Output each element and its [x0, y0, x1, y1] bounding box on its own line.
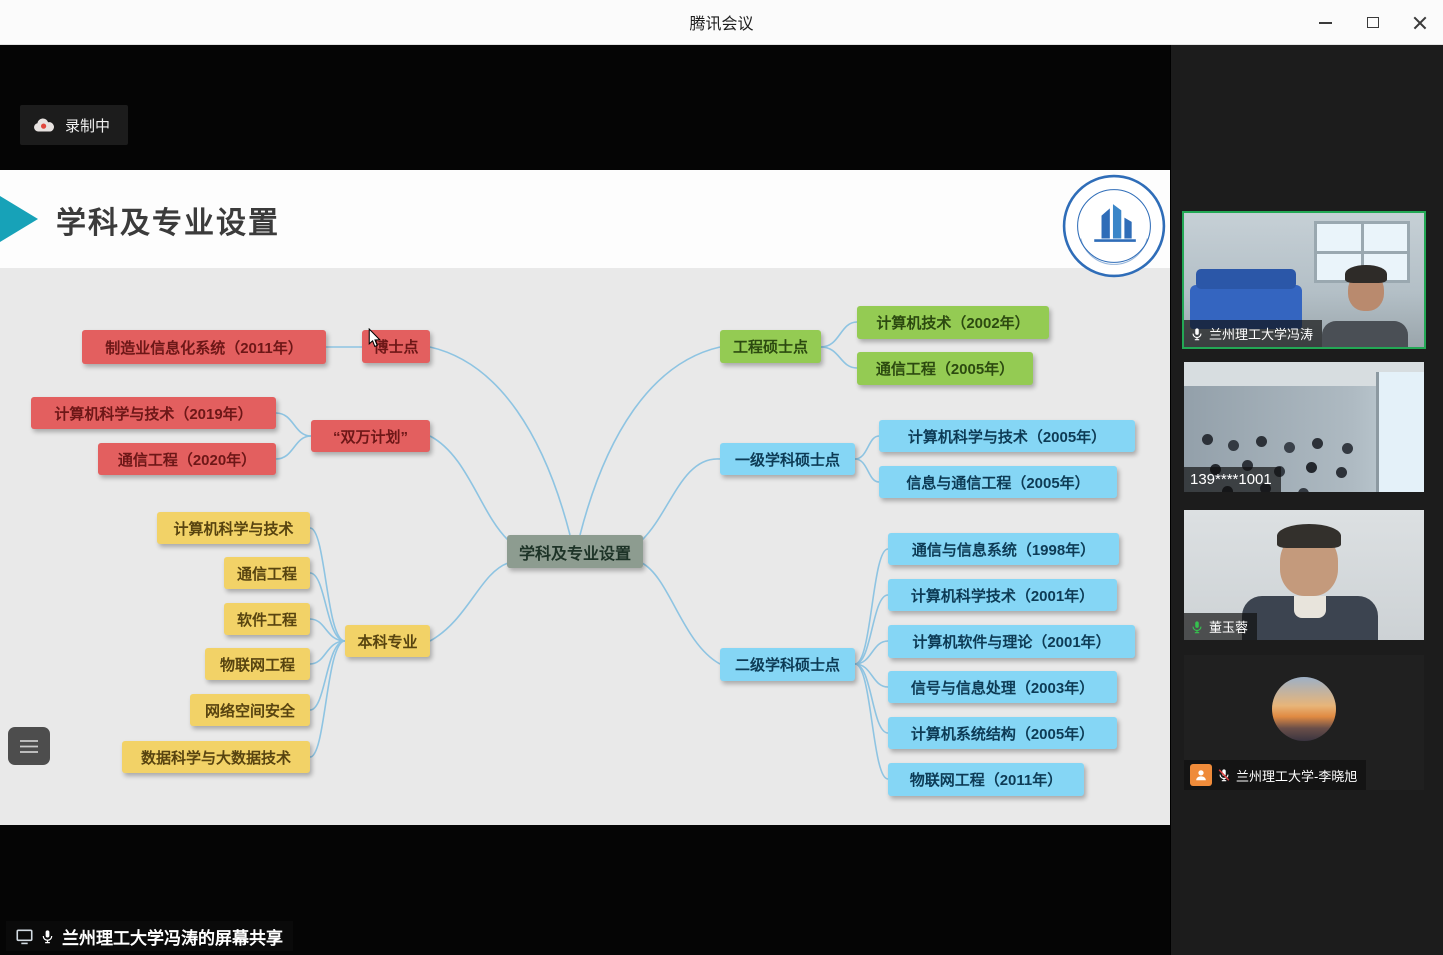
- participants-sidebar: 兰州理工大学冯涛 139****1001 董玉蓉: [1170, 45, 1443, 955]
- participant-label: 139****1001: [1184, 467, 1281, 492]
- participant-tile-lixiaoxu[interactable]: 兰州理工大学-李晓旭: [1184, 655, 1424, 790]
- person-icon: [1190, 764, 1212, 786]
- close-icon: [1413, 16, 1427, 30]
- mindmap-branch-undergrad: 本科专业: [345, 625, 430, 657]
- participant-name: 兰州理工大学冯涛: [1209, 327, 1314, 342]
- panel-toggle-button[interactable]: [8, 727, 50, 765]
- close-button[interactable]: [1396, 0, 1443, 45]
- window-controls: [1302, 0, 1443, 45]
- mindmap-branch-eng-masters: 工程硕士点: [720, 330, 821, 363]
- participant-name: 139****1001: [1190, 471, 1272, 488]
- window-title: 腾讯会议: [689, 16, 754, 33]
- mindmap-leaf: 计算机技术（2002年）: [857, 306, 1049, 339]
- shared-screen-area: 录制中 学科及专业设置: [0, 45, 1170, 955]
- slide-title-arrow-icon: [0, 196, 38, 242]
- participant-name: 董玉蓉: [1209, 620, 1249, 635]
- mindmap-branch-second-level: 二级学科硕士点: [720, 648, 855, 681]
- list-icon: [20, 739, 38, 753]
- mindmap-leaf: 计算机科学与技术（2005年）: [879, 420, 1135, 452]
- mindmap-leaf: 通信工程（2005年）: [857, 352, 1033, 385]
- maximize-button[interactable]: [1349, 0, 1396, 45]
- mindmap-leaf: 通信工程（2020年）: [98, 443, 276, 475]
- participant-label: 兰州理工大学-李晓旭: [1184, 760, 1367, 790]
- mindmap-leaf: 物联网工程（2011年）: [888, 763, 1084, 796]
- mindmap-leaf: 计算机科学与技术（2019年）: [31, 397, 276, 429]
- mic-muted-icon: [1217, 768, 1231, 782]
- mindmap-leaf: 通信工程: [224, 557, 310, 589]
- mindmap-leaf: 物联网工程: [205, 648, 310, 680]
- participant-label: 兰州理工大学冯涛: [1184, 320, 1323, 347]
- screen-share-banner: 兰州理工大学冯涛的屏幕共享: [6, 921, 293, 951]
- mindmap-leaf: 制造业信息化系统（2011年）: [82, 330, 326, 364]
- mindmap-center-node: 学科及专业设置: [507, 535, 643, 568]
- participant-tile-dongyurong[interactable]: 董玉蓉: [1184, 510, 1424, 640]
- participant-video: [1184, 362, 1424, 492]
- recording-indicator[interactable]: 录制中: [20, 105, 129, 145]
- mic-icon: [40, 929, 55, 944]
- recording-label: 录制中: [65, 117, 111, 135]
- mindmap-leaf: 软件工程: [224, 603, 310, 635]
- mic-on-icon: [1190, 327, 1204, 341]
- mindmap-leaf: 网络空间安全: [190, 694, 310, 726]
- mindmap-leaf: 计算机软件与理论（2001年）: [888, 625, 1135, 658]
- mindmap-leaf: 信号与信息处理（2003年）: [888, 671, 1117, 703]
- window-titlebar: 腾讯会议: [0, 0, 1443, 45]
- minimize-button[interactable]: [1302, 0, 1349, 45]
- slide-title: 学科及专业设置: [56, 207, 280, 240]
- mindmap-branch-first-level: 一级学科硕士点: [720, 443, 855, 475]
- mindmap-leaf: 数据科学与大数据技术: [122, 741, 310, 773]
- share-banner-label: 兰州理工大学冯涛的屏幕共享: [62, 928, 283, 948]
- school-logo: [1062, 174, 1166, 278]
- mindmap-leaf: 计算机系统结构（2005年）: [888, 717, 1117, 749]
- cloud-recording-icon: [34, 117, 54, 131]
- mindmap-leaf: 信息与通信工程（2005年）: [879, 466, 1117, 498]
- participant-tile-fengtao[interactable]: 兰州理工大学冯涛: [1182, 211, 1426, 349]
- mic-active-icon: [1190, 620, 1204, 634]
- maximize-icon: [1366, 17, 1379, 28]
- mouse-cursor: [368, 328, 381, 348]
- mindmap-leaf: 通信与信息系统（1998年）: [888, 533, 1119, 565]
- mindmap-connectors: [275, 321, 889, 780]
- mindmap-branch-plan: “双万计划”: [311, 420, 430, 452]
- mindmap-leaf: 计算机科学技术（2001年）: [888, 579, 1117, 611]
- mindmap-canvas: 学科及专业设置 博士点 制造业信息化系统（2011年） “双万计划” 计算机科学…: [0, 268, 1170, 825]
- mindmap-leaf: 计算机科学与技术: [157, 512, 310, 544]
- participant-label: 董玉蓉: [1184, 613, 1258, 640]
- participant-tile-phone[interactable]: 139****1001: [1184, 362, 1424, 492]
- participant-name: 兰州理工大学-李晓旭: [1236, 768, 1358, 784]
- participant-avatar: [1272, 677, 1336, 741]
- slide-header: 学科及专业设置: [0, 170, 1170, 268]
- minimize-icon: [1319, 21, 1332, 24]
- presentation-slide: 学科及专业设置: [0, 170, 1170, 825]
- screen-share-icon: [16, 929, 33, 944]
